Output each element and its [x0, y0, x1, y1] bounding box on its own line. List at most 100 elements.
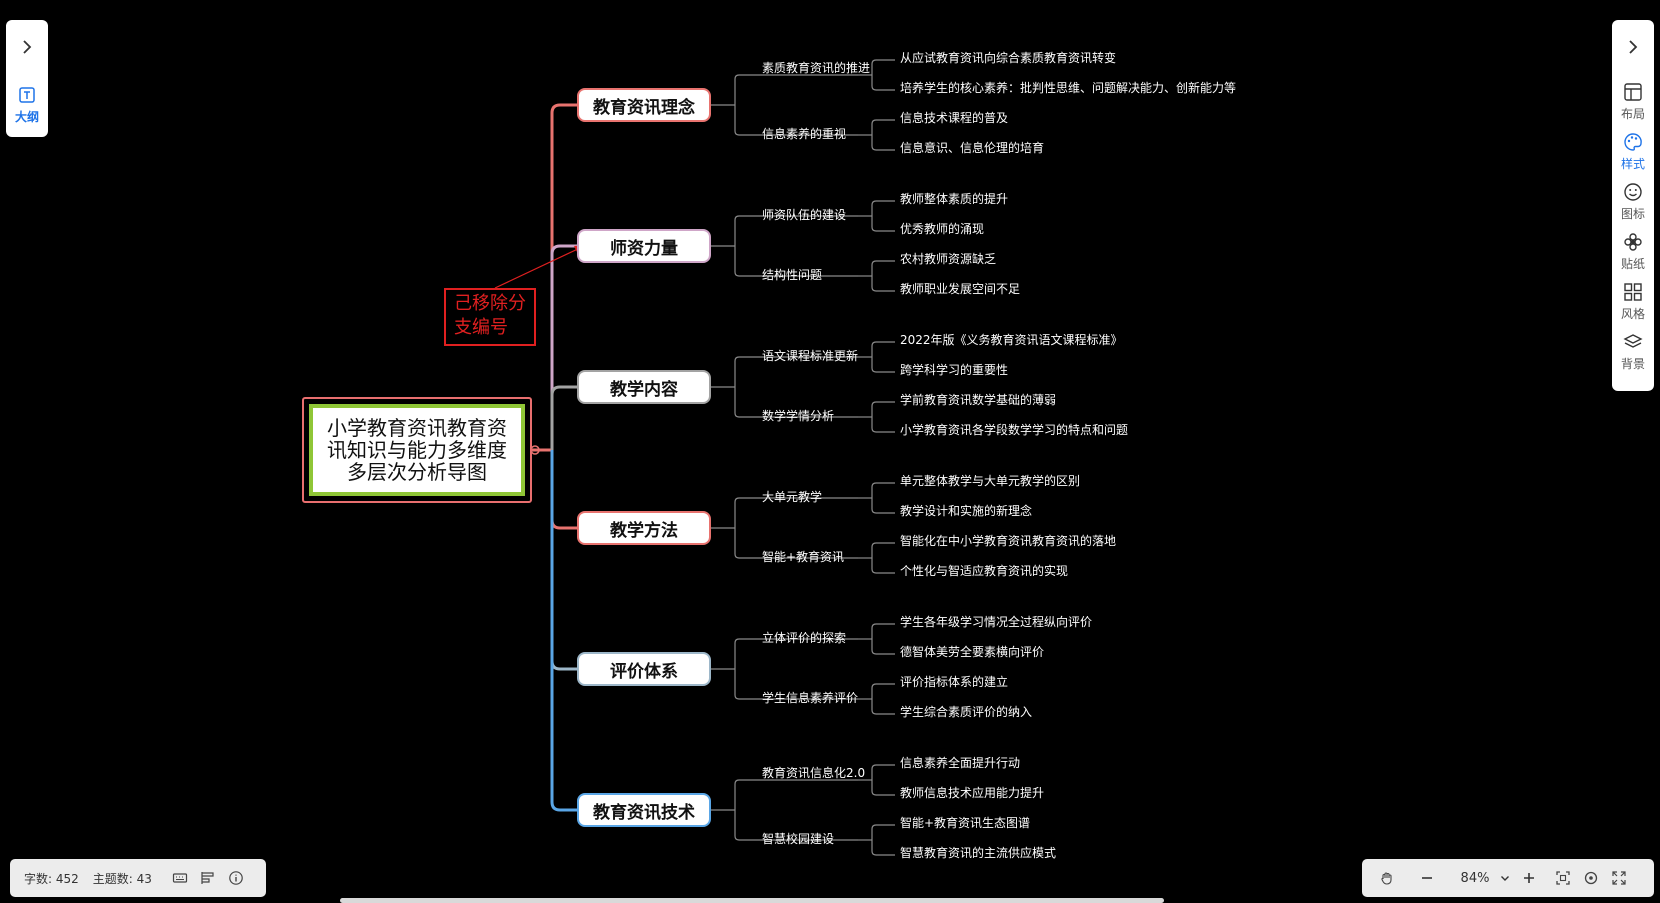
connector-path — [734, 74, 740, 136]
sidebar-tool-style[interactable]: 样式 — [1612, 132, 1654, 180]
subtopic[interactable]: 智慧校园建设 — [762, 832, 835, 846]
leaf-topic[interactable]: 信息素养全面提升行动 — [900, 756, 1021, 770]
leaf-topic[interactable]: 从应试教育资讯向综合素质教育资讯转变 — [900, 51, 1117, 65]
leaf-topic[interactable]: 德智体美劳全要素横向评价 — [900, 645, 1045, 659]
horizontal-scrollbar[interactable] — [340, 898, 1164, 903]
connector-path — [550, 244, 577, 450]
sidebar-tool-sticker[interactable]: 贴纸 — [1612, 232, 1654, 280]
leaf-topic[interactable]: 智能化在中小学教育资讯教育资讯的落地 — [900, 534, 1117, 548]
flower-icon — [1624, 233, 1642, 251]
leaf-topic[interactable]: 教学设计和实施的新理念 — [900, 504, 1033, 518]
expand-left-button[interactable] — [6, 34, 48, 60]
leaf-topic[interactable]: 个性化与智适应教育资讯的实现 — [900, 564, 1069, 578]
sidebar-tool-label: 布局 — [1620, 107, 1645, 121]
chevron-right-icon — [23, 40, 32, 54]
fit-view-button[interactable] — [1554, 869, 1572, 887]
sidebar-tool-label: 风格 — [1620, 307, 1645, 321]
structure-icon[interactable] — [200, 870, 216, 886]
word-count: 字数: 452 — [24, 871, 79, 886]
keyboard-icon[interactable] — [172, 870, 188, 886]
chevron-down-icon — [1501, 876, 1509, 881]
subtopic[interactable]: 信息素养的重视 — [762, 127, 847, 141]
subtopic[interactable]: 数学学情分析 — [762, 409, 835, 423]
zoom-out-button[interactable] — [1418, 869, 1436, 887]
annotation-note[interactable]: 己移除分 支编号 — [444, 288, 536, 346]
leaf-topic[interactable]: 评价指标体系的建立 — [900, 675, 1009, 689]
connector-path — [871, 200, 895, 232]
subtopic[interactable]: 教育资讯信息化2.0 — [762, 766, 866, 780]
fullscreen-button[interactable] — [1610, 869, 1628, 887]
branch-topic[interactable]: 教学方法 — [577, 511, 711, 545]
branch-topic[interactable]: 评价体系 — [577, 652, 711, 686]
sidebar-tool-icons[interactable]: 图标 — [1612, 182, 1654, 230]
leaf-topic[interactable]: 农村教师资源缺乏 — [900, 252, 997, 266]
leaf-topic[interactable]: 智慧教育资讯的主流供应模式 — [900, 846, 1057, 860]
connector-path — [550, 385, 577, 450]
leaf-topic[interactable]: 智能+教育资讯生态图谱 — [900, 816, 1031, 830]
sidebar-tool-label: 贴纸 — [1620, 257, 1645, 271]
leaf-topic[interactable]: 培养学生的核心素养：批判性思维、问题解决能力、创新能力等 — [900, 81, 1237, 95]
subtopic[interactable]: 结构性问题 — [762, 268, 823, 282]
connector-path — [550, 450, 577, 812]
leaf-topic[interactable]: 学生各年级学习情况全过程纵向评价 — [900, 615, 1093, 629]
connector-line — [494, 246, 583, 289]
sidebar-tool-background[interactable]: 背景 — [1612, 332, 1654, 380]
zoom-dropdown-button[interactable] — [1496, 869, 1514, 887]
branch-topic[interactable]: 教学内容 — [577, 370, 711, 404]
connector-path — [550, 450, 577, 530]
connector-path — [871, 764, 895, 796]
fit-screen-icon — [1556, 871, 1570, 885]
subtopic[interactable]: 师资队伍的建设 — [762, 208, 847, 222]
connector-path — [871, 260, 895, 292]
leaf-topic[interactable]: 信息意识、信息伦理的培育 — [900, 141, 1045, 155]
branch-topic[interactable]: 教育资讯理念 — [577, 88, 711, 122]
leaf-topic[interactable]: 跨学科学习的重要性 — [900, 363, 1009, 377]
info-icon[interactable] — [228, 870, 244, 886]
subtopic[interactable]: 大单元教学 — [762, 490, 823, 504]
leaf-topic[interactable]: 小学教育资讯各学段数学学习的特点和问题 — [900, 423, 1129, 437]
leaf-topic[interactable]: 2022年版《义务教育资讯语文课程标准》 — [900, 333, 1123, 347]
subtopic[interactable]: 素质教育资讯的推进 — [762, 61, 871, 75]
zoom-level[interactable]: 84% — [1460, 870, 1490, 886]
connector-path — [550, 450, 577, 671]
sidebar-tool-theme[interactable]: 风格 — [1612, 282, 1654, 330]
subtopic[interactable]: 学生信息素养评价 — [762, 691, 859, 705]
connector-path — [871, 119, 895, 151]
connector-path — [871, 341, 895, 373]
branch-topic[interactable]: 教育资讯技术 — [577, 793, 711, 827]
locate-button[interactable] — [1582, 869, 1600, 887]
sidebar-tool-label: 背景 — [1620, 357, 1645, 371]
connector-path — [871, 59, 895, 91]
leaf-topic[interactable]: 优秀教师的涌现 — [900, 222, 985, 236]
root-topic-text: 小学教育资讯教育资讯知识与能力多维度多层次分析导图 — [327, 416, 507, 484]
connector-path — [871, 401, 895, 433]
leaf-topic[interactable]: 学前教育资讯数学基础的薄弱 — [900, 393, 1057, 407]
connector-path — [734, 497, 740, 559]
status-bar: 字数: 452 主题数: 43 — [10, 859, 266, 897]
topic-count: 主题数: 43 — [92, 871, 152, 886]
branch-topic[interactable]: 师资力量 — [577, 229, 711, 263]
fullscreen-icon — [1612, 871, 1626, 885]
zoom-in-button[interactable] — [1520, 869, 1538, 887]
leaf-topic[interactable]: 信息技术课程的普及 — [900, 111, 1009, 125]
leaf-topic[interactable]: 教师信息技术应用能力提升 — [900, 786, 1045, 800]
root-topic[interactable]: 小学教育资讯教育资讯知识与能力多维度多层次分析导图 — [302, 397, 532, 503]
sidebar-tool-label: 图标 — [1620, 207, 1645, 221]
minus-icon — [1422, 877, 1432, 879]
leaf-topic[interactable]: 教师职业发展空间不足 — [900, 282, 1021, 296]
sidebar-tool-layout[interactable]: 布局 — [1612, 82, 1654, 130]
leaf-topic[interactable]: 单元整体教学与大单元教学的区别 — [900, 474, 1081, 488]
right-sidebar: 布局 样式 图标 贴纸 风格 背景 — [1612, 20, 1654, 391]
subtopic[interactable]: 智能+教育资讯 — [762, 550, 845, 564]
outline-button[interactable]: 大纲 — [6, 86, 48, 134]
hand-tool-button[interactable] — [1378, 869, 1396, 887]
subtopic[interactable]: 立体评价的探索 — [762, 631, 847, 645]
leaf-topic[interactable]: 教师整体素质的提升 — [900, 192, 1009, 206]
expand-right-button[interactable] — [1612, 34, 1654, 60]
left-panel: 大纲 — [6, 20, 48, 137]
zoom-bar: 84% — [1362, 859, 1654, 897]
leaf-topic[interactable]: 学生综合素质评价的纳入 — [900, 705, 1033, 719]
connector-path — [871, 683, 895, 715]
subtopic[interactable]: 语文课程标准更新 — [762, 349, 859, 363]
